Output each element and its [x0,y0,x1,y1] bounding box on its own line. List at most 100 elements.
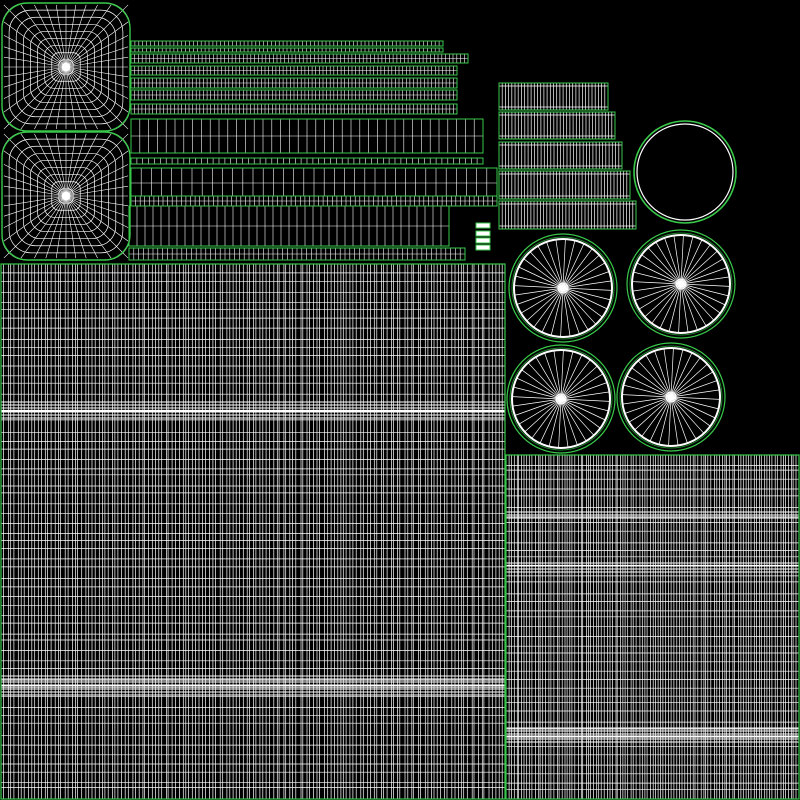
wheel-hub [675,278,687,290]
strip-border [130,40,444,47]
chip-0 [475,222,491,229]
wheel-islands [506,229,736,454]
grid-island-left-band-0 [1,401,505,412]
rib-border [498,111,616,140]
strip-border [130,53,469,64]
strip-border [130,103,458,115]
wheel-rim-outer [626,229,736,339]
wheel-rim-mid [619,345,723,449]
grid-island-right-band-0 [506,511,799,519]
rib-border [498,170,631,200]
strip-lines [134,48,440,52]
strip-border [130,118,484,154]
wheel-rim-mid [509,347,613,451]
square-spokes [3,4,129,130]
strip-island-5 [130,89,458,101]
grid-island-right [505,454,800,800]
rounded-square-bottom [1,131,131,261]
ribbed-strip-1 [498,111,616,140]
square-border [1,131,131,261]
strip-island-0 [130,40,444,47]
grid-islands [0,263,800,800]
strip-lines [131,168,497,198]
strip-island-7 [130,118,484,154]
strip-lines [131,78,457,88]
square-center [62,192,70,200]
strip-island-3 [130,65,458,76]
rib-border [498,141,623,170]
grid-island-left-band-1 [1,411,505,419]
strip-border [130,77,458,89]
wheel-bottom-left [506,344,616,454]
strip-lines [131,54,468,63]
grid-island-right-band-1 [506,562,799,573]
wheel-rim-outer [616,342,726,452]
ring-outer [633,120,737,224]
strip-islands [128,40,498,261]
wheel-rim [513,238,613,338]
wheel-top-right [626,229,736,339]
grid-island-left-band-3 [1,685,505,696]
ribbed-strip-2 [498,141,623,170]
grid-island-left-border [0,263,506,800]
strip-border [130,65,458,76]
rib-border [498,200,637,230]
chip-1 [475,230,491,237]
strip-lines [131,66,457,75]
grid-island-left [0,263,506,800]
ribbed-strip-3 [498,170,631,200]
rib-lines [498,83,609,110]
strip-lines [129,206,449,246]
strip-lines [131,90,457,100]
wheel-hub [555,393,567,405]
strip-border [130,157,484,165]
strip-island-4 [130,77,458,89]
strip-island-6 [130,103,458,115]
strip-lines [131,104,457,114]
wheel-rim-mid [511,236,615,340]
wheel-bottom-right [616,342,726,452]
strip-lines [134,41,440,46]
square-center [62,63,70,71]
wheel-spokes [514,239,612,337]
strip-island-8 [130,157,484,165]
strip-island-9 [130,167,498,199]
wheel-spokes [512,350,610,448]
rounded-square-islands [1,2,131,261]
rounded-square-top [1,2,131,132]
wheel-hub [665,391,677,403]
strip-lines [129,248,465,260]
ribbed-strip-0 [498,82,609,111]
strip-island-12 [128,247,466,261]
grid-island-right-lines [506,455,799,799]
strip-island-11 [128,205,450,247]
wheel-spokes [632,235,730,333]
strip-lines [131,119,483,153]
strip-border [128,247,466,261]
grid-island-right-band-2 [506,727,799,738]
wheel-rim [631,234,731,334]
strip-island-10 [130,195,498,207]
ribbed-strip-4 [498,200,637,230]
strip-border [130,89,458,101]
square-spokes [3,133,129,259]
grid-island-right-band-3 [506,735,799,743]
strip-lines [131,196,497,206]
strip-border [130,47,444,53]
grid-island-left-lines [1,264,505,799]
chip-2 [475,237,491,244]
wheel-rim [621,347,721,447]
wheel-rim-mid [629,232,733,336]
ring-island [633,120,737,224]
wheel-spokes [622,348,720,446]
chip-3 [475,244,491,251]
wheel-rim-outer [508,233,618,343]
ribbed-strip-islands [498,82,637,230]
rib-border [498,82,609,111]
wheel-hub [557,282,569,294]
grid-island-left-band-2 [1,675,505,686]
square-border [1,2,131,132]
chip-islands [475,222,491,251]
wheel-rim-outer [506,344,616,454]
